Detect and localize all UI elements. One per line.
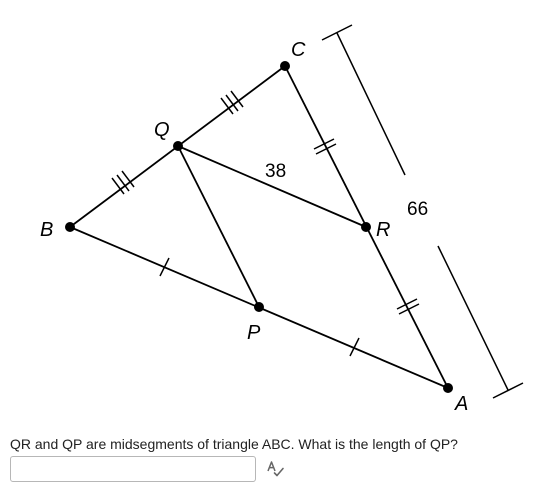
spellcheck-icon[interactable]: [266, 460, 286, 478]
point-p: [254, 302, 264, 312]
dimension-line-ca: [321, 24, 524, 399]
answer-input[interactable]: [10, 456, 256, 482]
tick-marks-bq: [111, 170, 135, 195]
point-b: [65, 222, 75, 232]
label-q: Q: [154, 119, 170, 141]
point-a: [443, 383, 453, 393]
midsegment-qp: [177, 145, 260, 308]
label-r: R: [376, 219, 390, 241]
point-r: [361, 222, 371, 232]
midsegment-qr: [177, 145, 367, 228]
point-c: [280, 61, 290, 71]
point-q: [173, 141, 183, 151]
tick-marks-cr: [313, 138, 337, 155]
tick-mark-pa: [349, 337, 360, 357]
tick-marks-ra: [396, 298, 420, 315]
length-label-ca: 66: [407, 199, 428, 220]
tick-mark-bp: [159, 257, 170, 277]
label-b: B: [40, 219, 53, 241]
label-c: C: [291, 39, 306, 61]
tick-marks-qc: [220, 90, 244, 115]
label-p: P: [247, 322, 261, 344]
question-text: QR and QP are midsegments of triangle AB…: [10, 436, 458, 452]
label-a: A: [454, 393, 468, 415]
triangle-figure: B C Q R P A 38 66: [40, 24, 524, 415]
length-label-qr: 38: [265, 161, 286, 182]
